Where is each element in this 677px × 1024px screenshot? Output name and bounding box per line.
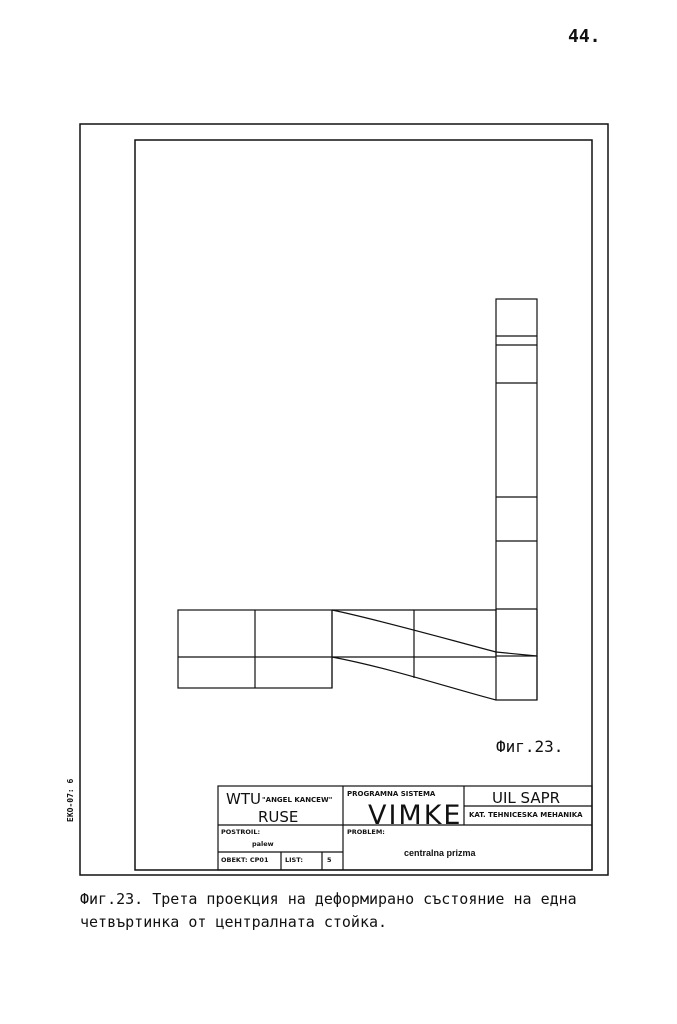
figure-caption: Фиг.23. Трета проекция на деформирано съ… xyxy=(80,888,620,934)
caption-line-2: четвъртинка от централната стойка. xyxy=(80,913,388,931)
side-code: ЕКО-07: 6 xyxy=(66,778,75,822)
inner-frame xyxy=(134,139,593,871)
horizontal-blocks xyxy=(177,609,333,689)
title-block-program-name: VIMKE xyxy=(368,800,463,831)
title-block-built-value: palew xyxy=(252,840,274,848)
vertical-column xyxy=(495,298,538,657)
title-block-sheet-value: 5 xyxy=(327,856,332,864)
title-block-dept-line2: KAT. TEHNICESKA MEHANIKA xyxy=(469,811,583,819)
title-block-city: RUSE xyxy=(258,808,299,826)
title-block-university-sub: "ANGEL KANCEW" xyxy=(262,796,333,804)
title-block-university: WTU xyxy=(226,790,261,808)
title-block-program-label: PROGRAMNA SISTEMA xyxy=(347,790,436,798)
figure-label: Фиг.23. xyxy=(496,737,564,756)
page-number: 44. xyxy=(568,26,601,47)
outer-frame xyxy=(79,123,609,876)
title-block-sheet-label: LIST: xyxy=(285,856,303,864)
title-block-object-label: OBEKT: CP01 xyxy=(221,856,269,864)
title-block-problem-value: centralna prizma xyxy=(404,848,476,858)
title-block-built-label: POSTROIL: xyxy=(221,828,261,836)
deformed-mesh xyxy=(331,609,538,701)
title-block-grid xyxy=(217,785,593,871)
title-block-dept-line1: UIL SAPR xyxy=(492,789,561,807)
title-block-problem-label: PROBLEM: xyxy=(347,828,385,836)
caption-line-1: Фиг.23. Трета проекция на деформирано съ… xyxy=(80,890,577,908)
